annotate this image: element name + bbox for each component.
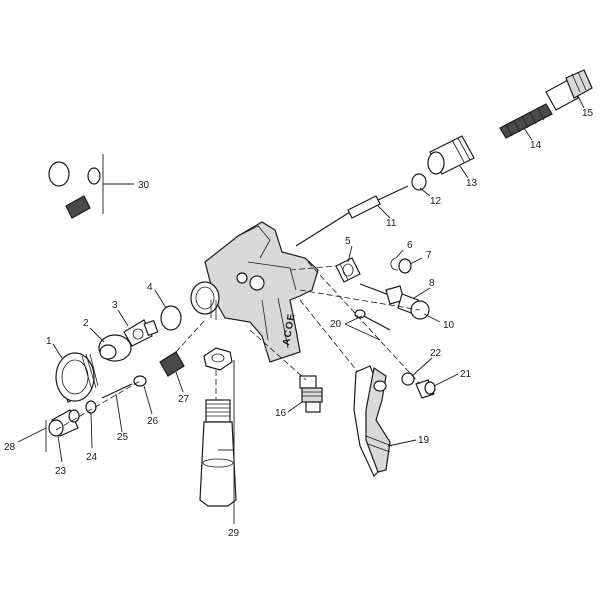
part-fluid-tube [199, 347, 237, 507]
part-spreader-control [48, 409, 80, 437]
part-needle-housing [427, 135, 475, 175]
part-plug [133, 375, 147, 387]
callout-15: 15 [582, 108, 594, 119]
part-kit [48, 154, 104, 219]
callout-10: 10 [443, 320, 455, 331]
part-fluid-inlet [299, 375, 323, 413]
callout-20: 20 [330, 319, 342, 330]
callout-16: 16 [275, 408, 287, 419]
part-needle [295, 185, 409, 247]
part-air-valve [359, 283, 430, 320]
callout-8: 8 [429, 278, 435, 289]
callout-13: 13 [466, 178, 478, 189]
callout-11: 11 [386, 218, 397, 229]
part-screw [415, 379, 436, 399]
part-fluid-nozzle [123, 319, 159, 347]
callout-22: 22 [430, 348, 442, 359]
callout-21: 21 [460, 369, 472, 380]
part-adjustment-knob [545, 69, 593, 111]
callout-4: 4 [147, 282, 153, 293]
callout-1: 1 [46, 336, 52, 347]
callout-leaders [17, 95, 585, 524]
callout-14: 14 [530, 140, 542, 151]
callout-3: 3 [112, 300, 118, 311]
callout-28: 28 [4, 442, 16, 453]
gun-body [190, 221, 319, 363]
part-cap [401, 372, 415, 386]
part-clip [390, 257, 399, 271]
part-needle-ring [411, 173, 427, 191]
part-retaining-ring [55, 352, 99, 403]
callout-2: 2 [83, 318, 89, 329]
part-air-cap [98, 334, 132, 362]
callout-5: 5 [345, 236, 351, 247]
callout-24: 24 [86, 452, 98, 463]
assembly-lines [55, 261, 421, 431]
part-spring [499, 103, 553, 139]
callout-19: 19 [418, 435, 430, 446]
callout-27: 27 [178, 394, 190, 405]
part-trigger-pin [354, 309, 391, 331]
callout-23: 23 [55, 466, 67, 477]
part-trigger [353, 365, 393, 478]
callout-30: 30 [138, 180, 150, 191]
callout-26: 26 [147, 416, 159, 427]
callout-12: 12 [430, 196, 442, 207]
part-o-ring [160, 305, 182, 331]
callout-6: 6 [407, 240, 413, 251]
callout-7: 7 [426, 250, 432, 261]
part-pin [101, 383, 133, 399]
callout-25: 25 [117, 432, 129, 443]
part-washer [398, 258, 412, 274]
part-packing-nut [335, 257, 361, 283]
callout-29: 29 [228, 528, 240, 539]
part-small-spring [159, 351, 185, 377]
